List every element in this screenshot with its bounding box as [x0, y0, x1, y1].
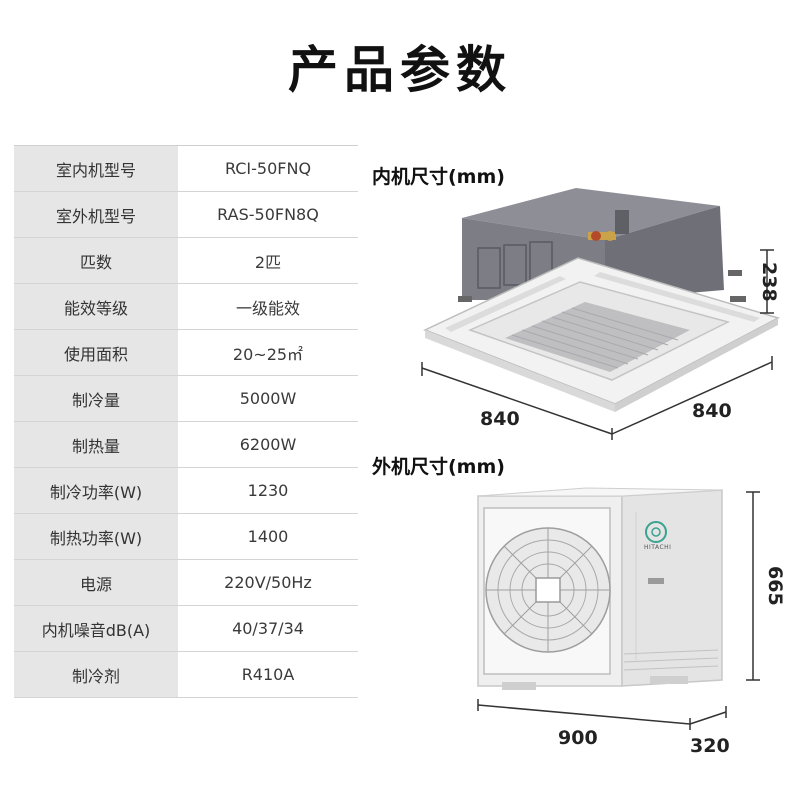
indoor-width-label: 840	[480, 408, 520, 430]
spec-value: 5000W	[178, 375, 358, 422]
hitachi-brand-text: HITACHI	[644, 544, 672, 551]
spec-label: 制热功率(W)	[14, 513, 178, 560]
outdoor-unit	[477, 487, 723, 690]
spec-value: 20~25㎡	[178, 329, 358, 376]
indoor-height-label: 238	[758, 262, 780, 302]
spec-row: 能效等级一级能效	[14, 283, 358, 330]
spec-value: 2匹	[178, 237, 358, 284]
spec-label: 制热量	[14, 421, 178, 468]
spec-value: 220V/50Hz	[178, 559, 358, 606]
hitachi-logo	[645, 521, 667, 543]
spec-label: 室内机型号	[14, 145, 178, 192]
spec-value: 1400	[178, 513, 358, 560]
spec-value: 1230	[178, 467, 358, 514]
indoor-dimension-lines	[421, 249, 774, 440]
outdoor-dimensions-label: 外机尺寸(mm)	[372, 456, 505, 478]
spec-label: 制冷量	[14, 375, 178, 422]
spec-row: 制热功率(W)1400	[14, 513, 358, 560]
outdoor-depth-label: 320	[690, 735, 730, 757]
spec-label: 内机噪音dB(A)	[14, 605, 178, 652]
spec-label: 制冷剂	[14, 651, 178, 698]
indoor-dimensions-label: 内机尺寸(mm)	[372, 166, 505, 188]
spec-row: 制冷功率(W)1230	[14, 467, 358, 514]
spec-value: R410A	[178, 651, 358, 698]
spec-label: 使用面积	[14, 329, 178, 376]
page-title: 产品参数	[288, 41, 512, 99]
spec-value: RAS-50FN8Q	[178, 191, 358, 238]
spec-value: 一级能效	[178, 283, 358, 330]
outdoor-dimension-lines	[477, 491, 760, 730]
spec-value: RCI-50FNQ	[178, 145, 358, 192]
outdoor-width-label: 900	[558, 727, 598, 749]
spec-value: 40/37/34	[178, 605, 358, 652]
indoor-cassette-unit	[423, 188, 780, 412]
indoor-depth-label: 840	[692, 400, 732, 422]
spec-row: 内机噪音dB(A)40/37/34	[14, 605, 358, 652]
spec-label: 室外机型号	[14, 191, 178, 238]
spec-label: 制冷功率(W)	[14, 467, 178, 514]
spec-label: 能效等级	[14, 283, 178, 330]
spec-label: 电源	[14, 559, 178, 606]
outdoor-height-label: 665	[764, 566, 786, 606]
spec-label: 匹数	[14, 237, 178, 284]
spec-value: 6200W	[178, 421, 358, 468]
